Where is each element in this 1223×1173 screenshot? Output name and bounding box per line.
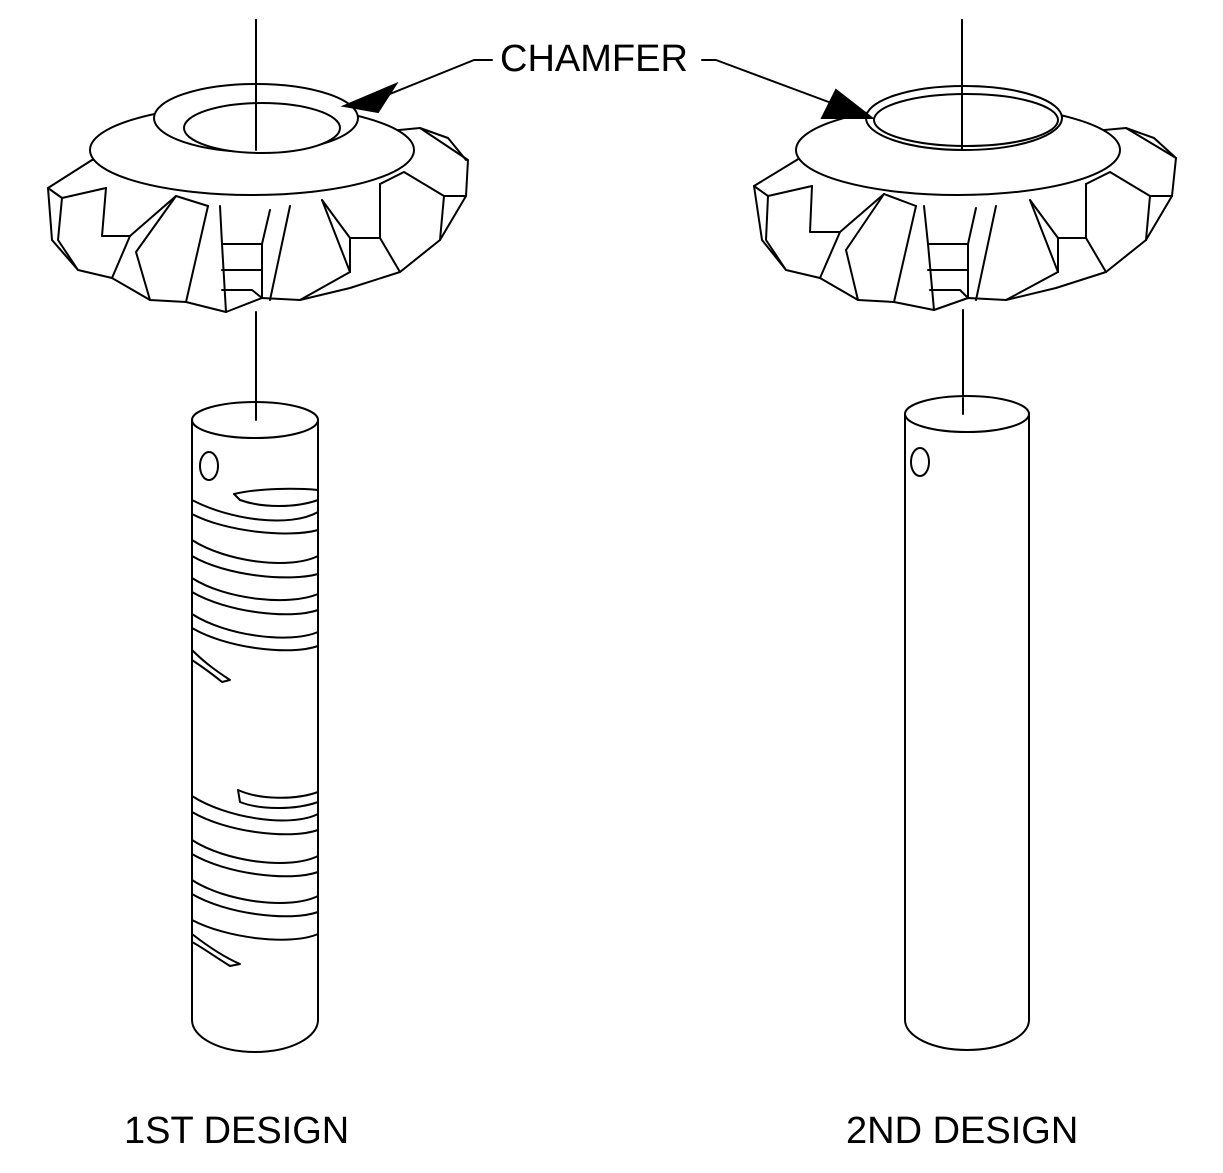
chamfer-arrow-left (340, 81, 399, 114)
chamfer-label: CHAMFER (500, 38, 688, 80)
second-design-assembly (753, 19, 1177, 1051)
first-design-spiral-grooves (191, 487, 319, 967)
first-design-assembly (47, 19, 469, 1053)
second-design-bore (873, 93, 1059, 147)
chamfer-callout-leaders (340, 59, 875, 119)
first-design-label: 1ST DESIGN (124, 1110, 350, 1152)
chamfer-arrow-right (820, 88, 875, 119)
second-design-cross-hole (910, 447, 930, 477)
second-design-label: 2ND DESIGN (846, 1110, 1079, 1152)
first-design-cross-hole (199, 451, 219, 481)
chamfer-leader-right (701, 59, 835, 105)
first-design-bore (183, 102, 341, 154)
second-design-pin (904, 395, 1030, 1051)
chamfer-leader-left (379, 59, 493, 99)
